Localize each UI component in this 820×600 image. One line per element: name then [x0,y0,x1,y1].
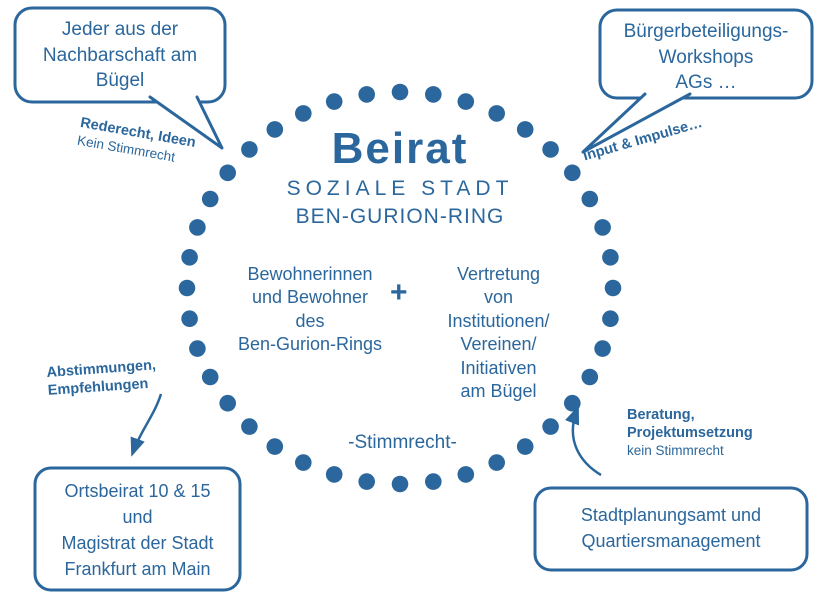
box-bottom-right-shape [533,486,809,572]
dotted-circle [178,83,622,493]
annotation-right-bold: Beratung, Projektumsetzung [627,407,753,442]
speech-bubble-tail [148,95,224,150]
plus-sign: + [390,276,408,309]
speech-bubble-top-left-shape [13,6,227,150]
voting-note: -Stimmrecht- [348,432,457,453]
box-bottom-left-shape [33,466,242,592]
members-left: Bewohnerinnen und Bewohner des Ben-Gurio… [237,264,383,355]
members-right: Vertretung von Institutionen/ Vereinen/ … [447,264,550,401]
speech-bubble-top-left-text: Jeder aus der Nachbarschaft am Bügel [42,19,198,92]
speech-bubble-top-right-text: Bürgerbeteiligungs- Workshops AGs … [623,21,789,94]
arrow-right-up [565,405,602,477]
annotation-right-normal: kein Stimmrecht [627,443,724,459]
circle-content: Beirat SOZIALE STADT BEN-GURION-RING [240,124,560,229]
speech-bubble-tail [581,92,692,154]
box-bottom-left-text: Ortsbeirat 10 & 15 und Magistrat der Sta… [61,481,214,580]
annotation-left: Abstimmungen, Empfehlungen [46,357,157,400]
box-bottom-right-text: Stadtplanungsamt und Quartiersmanagement [580,505,762,552]
circle-subtitle-2: BEN-GURION-RING [295,205,505,228]
circle-title: Beirat [331,124,469,173]
speech-bubble-top-right-shape [581,8,814,154]
circle-subtitle-1: SOZIALE STADT [286,177,514,200]
annotation-right: Beratung, Projektumsetzung kein Stimmrec… [627,406,753,460]
arrow-left-down [130,393,163,457]
